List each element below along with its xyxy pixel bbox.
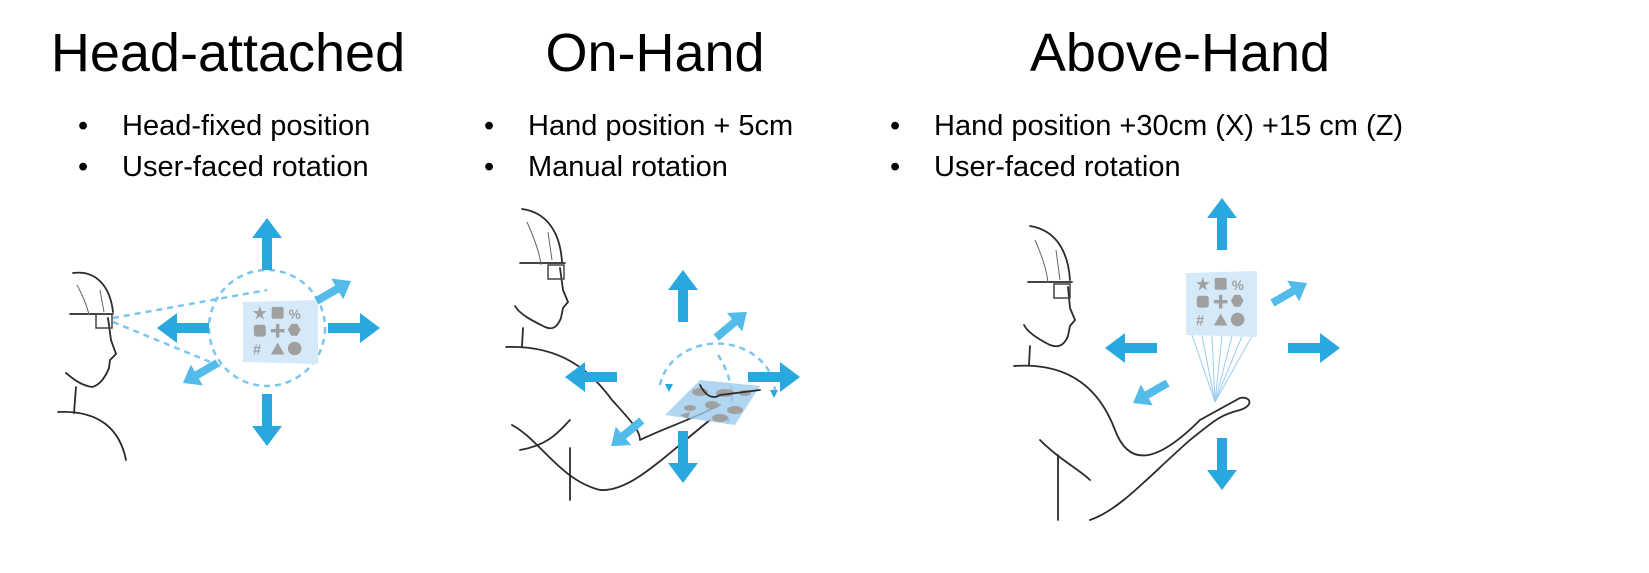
panel-title: Above-Hand bbox=[1029, 23, 1331, 83]
arrow-left-icon bbox=[1105, 333, 1157, 363]
on-hand-illustration bbox=[505, 208, 800, 501]
arrow-down-icon bbox=[668, 431, 698, 483]
arrow-up-icon bbox=[252, 218, 282, 270]
rotation-circle bbox=[207, 268, 327, 388]
above-hand-illustration bbox=[1013, 198, 1340, 521]
bullet-item: User-faced rotation bbox=[78, 147, 370, 188]
ui-panel bbox=[243, 300, 318, 364]
projection-lines bbox=[1191, 334, 1253, 403]
arrow-forward-icon bbox=[1266, 272, 1314, 314]
arrow-left-icon bbox=[565, 362, 617, 392]
bullet-list: Hand position + 5cm Manual rotation bbox=[484, 106, 793, 188]
arrow-up-icon bbox=[1207, 198, 1237, 250]
bullet-item: Manual rotation bbox=[484, 147, 793, 188]
person-figure bbox=[505, 208, 721, 501]
view-cone bbox=[112, 288, 268, 370]
head-attached-illustration bbox=[57, 218, 380, 461]
arrow-right-icon bbox=[1288, 333, 1340, 363]
person-figure bbox=[57, 271, 127, 461]
arrow-down-icon bbox=[252, 394, 282, 446]
bullet-item: Head-fixed position bbox=[78, 106, 370, 147]
arrow-backward-icon bbox=[1126, 372, 1174, 414]
panel-title: Head-attached bbox=[50, 23, 406, 83]
shape-icons bbox=[1196, 277, 1245, 330]
arrow-backward-icon bbox=[176, 352, 224, 394]
arrow-right-icon bbox=[328, 313, 380, 343]
bullet-item: User-faced rotation bbox=[890, 147, 1403, 188]
bullet-item: Hand position +30cm (X) +15 cm (Z) bbox=[890, 106, 1403, 147]
shape-icons bbox=[253, 306, 302, 359]
arrow-up-icon bbox=[668, 270, 698, 322]
person-figure bbox=[1013, 225, 1251, 521]
bullet-item: Hand position + 5cm bbox=[484, 106, 793, 147]
ui-panel bbox=[665, 380, 761, 425]
bullet-list: Head-fixed position User-faced rotation bbox=[78, 106, 370, 188]
arrow-forward-icon bbox=[708, 302, 755, 347]
arrow-down-icon bbox=[1207, 438, 1237, 490]
bullet-list: Hand position +30cm (X) +15 cm (Z) User-… bbox=[890, 106, 1403, 188]
arrow-backward-icon bbox=[603, 411, 650, 456]
ui-panel bbox=[1186, 271, 1257, 337]
arrow-left-icon bbox=[157, 313, 209, 343]
panel-title: On-Hand bbox=[545, 23, 765, 83]
